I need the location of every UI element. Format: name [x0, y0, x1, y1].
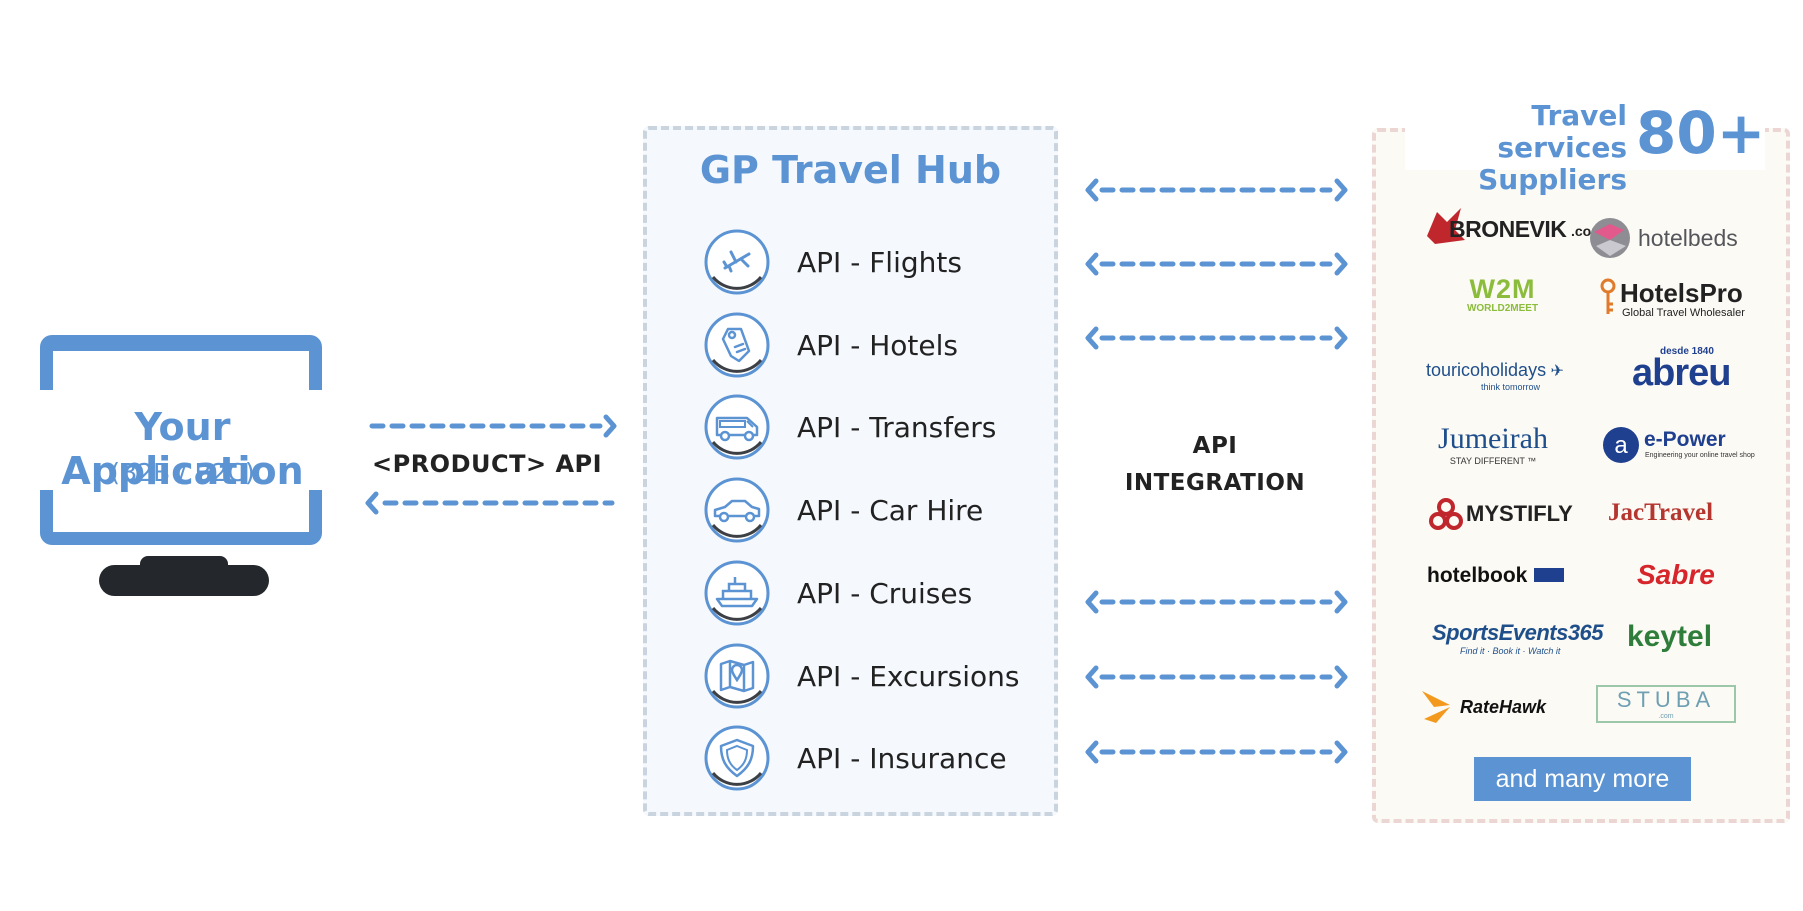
hotelbeds-globe [1590, 218, 1630, 258]
mystifly-name: MYSTIFLY [1466, 501, 1573, 526]
api-label: API - Insurance [797, 741, 1007, 775]
w2m-subtitle: WORLD2MEET [1466, 303, 1539, 314]
hotelspro-name: HotelsPro [1620, 278, 1743, 308]
key-icon [1600, 278, 1616, 314]
integration-arrow-4 [1088, 593, 1345, 611]
jumeirah-subtitle: STAY DIFFERENT ™ [1449, 456, 1537, 466]
suppliers-count: 80+ [1636, 99, 1766, 167]
abreu-subtitle: desde 1840 [1660, 346, 1714, 357]
integration-arrow-2 [1088, 255, 1345, 273]
logo-sabre: Sabre [1637, 559, 1715, 590]
logo-jumeirah: Jumeirah STAY DIFFERENT ™ [1428, 422, 1558, 466]
shield-icon [704, 725, 770, 791]
logo-tourico: touricoholidays ✈ think tomorrow [1426, 360, 1564, 392]
hotelspro-subtitle: Global Travel Wholesaler [1622, 307, 1745, 319]
svg-text:a: a [1614, 432, 1628, 459]
sportsevents-name: SportsEvents365 [1432, 620, 1604, 645]
api-label: API - Hotels [797, 328, 958, 362]
product-api-label: <PRODUCT> API [372, 450, 603, 478]
integration-arrow-1 [1088, 181, 1345, 199]
suppliers-header-bg [1405, 98, 1765, 170]
tourico-subtitle: think tomorrow [1481, 382, 1541, 392]
logo-jactravel: JacTravel [1608, 499, 1714, 526]
integration-line1: API [1192, 433, 1238, 459]
hub-panel [643, 126, 1058, 816]
monitor-label-gap [28, 390, 338, 490]
product-api-request-arrow [369, 417, 614, 435]
api-item-transfers: API - Transfers [703, 391, 996, 463]
epower-name: e-Power [1644, 428, 1726, 451]
tourico-name: touricoholidays [1426, 360, 1547, 380]
logo-w2m: W2M WORLD2MEET [1455, 275, 1550, 314]
stuba-suffix: .com [1658, 713, 1674, 720]
integration-arrows [1088, 181, 1345, 761]
logo-hotelbook: hotelbook [1427, 564, 1564, 588]
api-item-flights: API - Flights [703, 226, 962, 298]
api-label: API - Transfers [797, 410, 997, 444]
api-item-cruises: API - Cruises [703, 557, 972, 629]
api-item-hotels: API - Hotels [703, 309, 958, 381]
hub-title: GP Travel Hub [699, 148, 1002, 192]
bronevik-name: BRONEVIK [1449, 216, 1567, 242]
van-icon [704, 394, 770, 460]
abreu-name: abreu [1632, 352, 1731, 394]
api-label: API - Flights [797, 245, 962, 279]
airplane-icon [704, 229, 770, 295]
integration-line2: INTEGRATION [1124, 470, 1306, 496]
map-pin-icon [704, 643, 770, 709]
car-icon [704, 477, 770, 543]
api-label: API - Car Hire [797, 493, 984, 527]
monitor-stand [99, 565, 269, 596]
ship-icon [704, 560, 770, 626]
api-label: API - Cruises [797, 576, 973, 610]
hotelbook-badge [1533, 568, 1564, 582]
app-subtitle: (B2B / B2C) [110, 458, 255, 487]
sportsevents-subtitle: Find it · Book it · Watch it [1460, 646, 1561, 656]
jumeirah-name: Jumeirah [1438, 422, 1548, 455]
and-many-more-button[interactable]: and many more [1474, 757, 1691, 801]
door-hanger-icon [704, 312, 770, 378]
hotelbook-name: hotelbook [1427, 564, 1528, 587]
api-label: API - Excursions [797, 659, 1020, 693]
logo-keytel: keytel [1627, 620, 1713, 653]
api-item-excursions: API - Excursions [703, 640, 1019, 712]
stuba-name: STUBA [1616, 687, 1716, 712]
app-title: Your Application [61, 405, 304, 493]
ratehawk-emblem [1422, 691, 1450, 723]
ratehawk-name: RateHawk [1460, 697, 1547, 717]
integration-arrow-3 [1088, 329, 1345, 347]
integration-arrow-5 [1088, 668, 1345, 686]
suppliers-title: Travel services Suppliers [1405, 100, 1627, 196]
product-api-response-arrow [368, 494, 615, 512]
logo-stuba: STUBA .com [1596, 685, 1736, 723]
suppliers-title-line1: Travel services [1497, 99, 1627, 164]
logo-sportsevents: SportsEvents365 Find it · Book it · Watc… [1432, 620, 1604, 656]
integration-arrow-6 [1088, 743, 1345, 761]
api-integration-label: API INTEGRATION [1110, 428, 1320, 502]
suppliers-title-line2: Suppliers [1478, 163, 1627, 196]
api-item-car-hire: API - Car Hire [703, 474, 983, 546]
epower-subtitle: Engineering your online travel shop [1645, 452, 1755, 459]
epower-emblem: a [1603, 427, 1639, 463]
bronevik-emblem [1427, 208, 1465, 244]
hotelbeds-name: hotelbeds [1638, 225, 1738, 251]
w2m-name: W2M [1469, 274, 1536, 304]
suppliers-panel [1372, 128, 1790, 823]
api-item-insurance: API - Insurance [703, 722, 1007, 794]
mystifly-emblem [1429, 498, 1463, 530]
